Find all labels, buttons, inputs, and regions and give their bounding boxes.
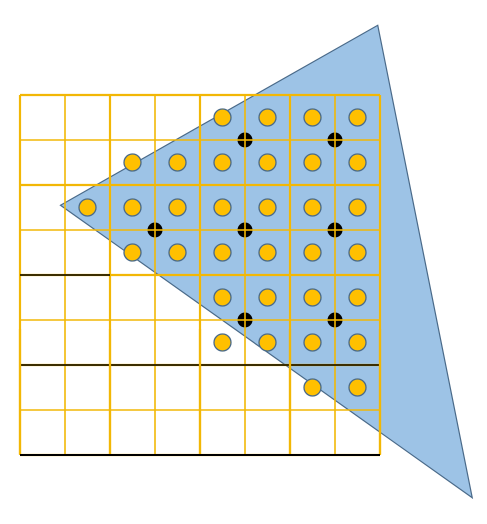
- sample-point: [213, 153, 232, 172]
- sample-point: [348, 288, 367, 307]
- sample-point: [123, 198, 142, 217]
- sample-point: [213, 288, 232, 307]
- sample-point: [303, 198, 322, 217]
- sample-point: [303, 378, 322, 397]
- sample-point: [258, 198, 277, 217]
- block-corner-markers: [147, 132, 343, 328]
- sample-point: [213, 243, 232, 262]
- sample-point: [258, 288, 277, 307]
- pixel-grid: [18, 93, 382, 457]
- sample-point: [303, 108, 322, 127]
- sample-point: [168, 198, 187, 217]
- sample-point: [348, 153, 367, 172]
- sample-point: [348, 108, 367, 127]
- sample-point: [348, 198, 367, 217]
- sample-point: [168, 153, 187, 172]
- sample-point: [123, 243, 142, 262]
- sample-point: [348, 243, 367, 262]
- sample-point: [168, 243, 187, 262]
- sample-point: [303, 243, 322, 262]
- sample-point: [303, 153, 322, 172]
- sample-point: [123, 153, 142, 172]
- sample-point: [213, 333, 232, 352]
- sample-point: [258, 333, 277, 352]
- sample-point: [213, 108, 232, 127]
- sample-point: [258, 243, 277, 262]
- sample-point: [303, 288, 322, 307]
- sample-point: [258, 108, 277, 127]
- sample-point: [258, 153, 277, 172]
- sample-points: [78, 108, 367, 397]
- sample-point: [213, 198, 232, 217]
- sample-point: [303, 333, 322, 352]
- sample-point: [78, 198, 97, 217]
- sample-point: [348, 333, 367, 352]
- sample-point: [348, 378, 367, 397]
